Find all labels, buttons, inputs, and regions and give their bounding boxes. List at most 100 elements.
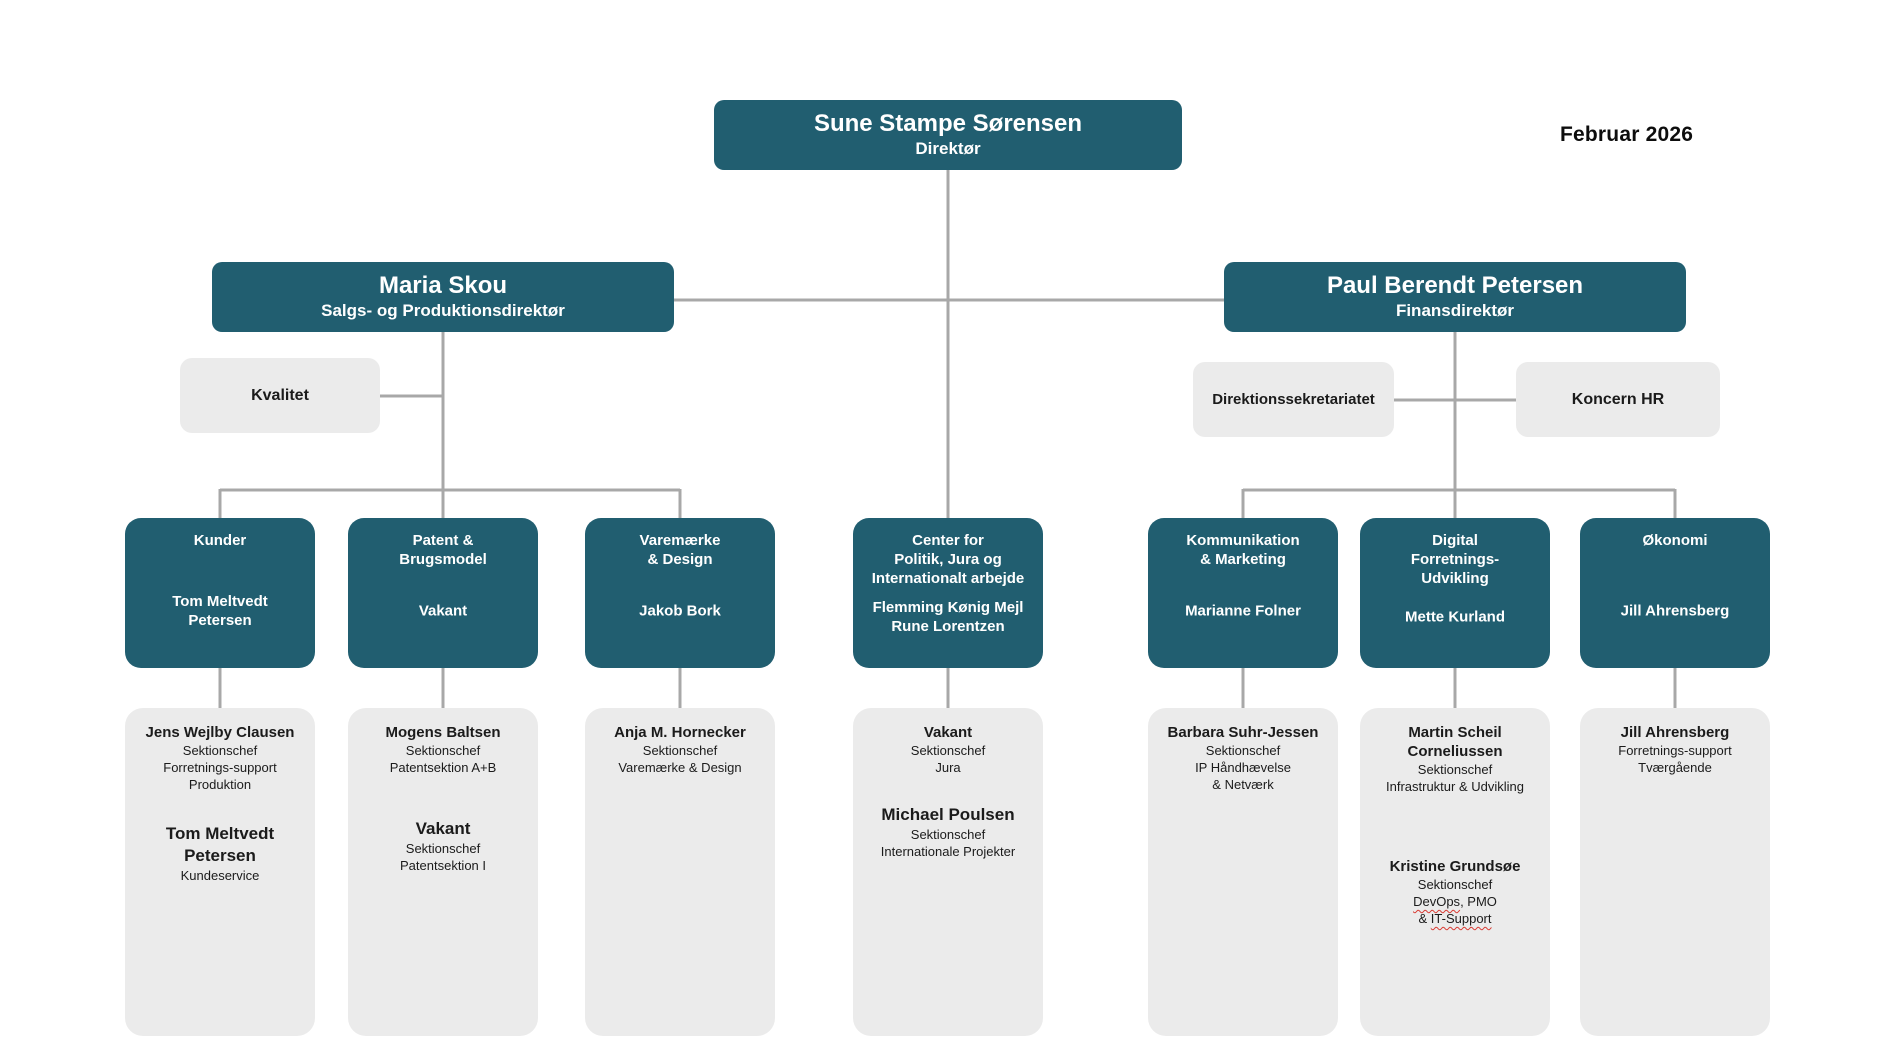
person-detail: Sektionschef	[1417, 877, 1493, 892]
person-name: Mogens Baltsen	[385, 724, 501, 741]
department-manager: Flemming Kønig Mejl Rune Lorentzen	[859, 598, 1037, 636]
department-title-line: Brugsmodel	[399, 551, 487, 568]
department-box-digital-forretnings-udvikling: Digital Forretnings- Udvikling Mette Kur…	[1360, 518, 1550, 668]
person-name: Corneliussen	[1407, 743, 1503, 760]
section-entry: Vakant Sektionschef Jura	[853, 723, 1043, 776]
manager-name-line: Jill Ahrensberg	[1620, 602, 1730, 620]
department-title-line: & Design	[647, 551, 713, 568]
person-name: Martin Scheil	[1408, 724, 1502, 741]
department-box-center-politik-jura: Center for Politik, Jura og Internationa…	[853, 518, 1043, 668]
department-manager: Marianne Folner	[1154, 602, 1332, 621]
spellcheck-word: IT-Support	[1430, 911, 1492, 926]
person-detail: Infrastruktur & Udvikling	[1386, 779, 1524, 794]
department-title-line: Kommunikation	[1186, 532, 1300, 549]
department-box-patent-brugsmodel: Patent & Brugsmodel Vakant	[348, 518, 538, 668]
section-entry: Vakant Sektionschef Patentsektion I	[348, 818, 538, 874]
department-title-line: Varemærke	[639, 532, 721, 549]
section-entry: Kristine Grundsøe Sektionschef DevOps, P…	[1360, 857, 1550, 927]
person-detail: Patentsektion A+B	[389, 760, 497, 775]
section-box-kommunikation-marketing: Barbara Suhr-Jessen Sektionschef IP Hånd…	[1148, 708, 1338, 1036]
department-box-kunder: Kunder Tom Meltvedt Petersen	[125, 518, 315, 668]
section-entry: Barbara Suhr-Jessen Sektionschef IP Hånd…	[1148, 723, 1338, 793]
director-box-maria-skou: Maria Skou Salgs- og Produktionsdirektør	[212, 262, 674, 332]
department-title: Kunder	[125, 531, 315, 550]
person-detail: Sektionschef	[1417, 762, 1493, 777]
section-entry: Michael Poulsen Sektionschef Internation…	[853, 804, 1043, 860]
ceo-box: Sune Stampe Sørensen Direktør	[714, 100, 1182, 170]
person-detail: Sektionschef	[642, 743, 718, 758]
person-detail: Jura	[935, 760, 961, 775]
department-title-line: & Marketing	[1200, 551, 1286, 568]
person-name: Petersen	[184, 846, 256, 865]
person-detail: Kundeservice	[180, 868, 260, 883]
department-title-line: Patent &	[412, 532, 474, 549]
person-detail: IP Håndhævelse	[1195, 760, 1291, 775]
department-title: Center for Politik, Jura og Internationa…	[853, 531, 1043, 588]
staff-box-kvalitet: Kvalitet	[180, 358, 380, 433]
person-name: Jill Ahrensberg	[1620, 724, 1730, 741]
director-box-paul-berendt-petersen: Paul Berendt Petersen Finansdirektør	[1224, 262, 1686, 332]
department-title: Varemærke & Design	[585, 531, 775, 569]
director-name: Maria Skou	[378, 272, 508, 299]
person-detail: Internationale Projekter	[880, 844, 1016, 859]
person-detail: & Netværk	[1212, 777, 1274, 792]
section-box-center-politik-jura: Vakant Sektionschef Jura Michael Poulsen…	[853, 708, 1043, 1036]
department-title-line: Forretnings-	[1410, 551, 1500, 568]
department-manager: Tom Meltvedt Petersen	[131, 592, 309, 630]
staff-box-koncern-hr: Koncern HR	[1516, 362, 1720, 437]
person-detail: Sektionschef	[405, 743, 481, 758]
director-title: Finansdirektør	[1395, 301, 1515, 320]
department-title-line: Center for	[912, 532, 984, 549]
spellcheck-word: DevOps	[1413, 894, 1461, 909]
department-manager: Mette Kurland	[1366, 608, 1544, 627]
person-detail: & IT-Support	[1360, 910, 1550, 927]
section-entry: Tom Meltvedt Petersen Kundeservice	[125, 823, 315, 884]
director-name: Paul Berendt Petersen	[1326, 272, 1584, 299]
department-box-oekonomi: Økonomi Jill Ahrensberg	[1580, 518, 1770, 668]
ceo-title: Direktør	[915, 139, 981, 158]
detail-text: , PMO	[1460, 894, 1497, 909]
department-title-line: Kunder	[193, 532, 247, 549]
department-title-line: Internationalt arbejde	[871, 570, 1025, 587]
section-entry: Anja M. Hornecker Sektionschef Varemærke…	[585, 723, 775, 776]
person-detail: Sektionschef	[182, 743, 258, 758]
person-name: Barbara Suhr-Jessen	[1167, 724, 1319, 741]
person-detail: Produktion	[188, 777, 252, 792]
ceo-name: Sune Stampe Sørensen	[813, 110, 1083, 137]
person-detail: Sektionschef	[910, 743, 986, 758]
person-detail: Sektionschef	[910, 827, 986, 842]
department-manager: Jakob Bork	[591, 602, 769, 621]
manager-name-line: Flemming Kønig Mejl	[872, 599, 1024, 616]
person-detail: Tværgående	[1638, 760, 1712, 775]
person-name: Vakant	[923, 724, 973, 741]
manager-name-line: Tom Meltvedt	[172, 593, 268, 610]
person-name: Michael Poulsen	[881, 805, 1015, 824]
manager-name-line: Jakob Bork	[639, 602, 721, 620]
department-title: Patent & Brugsmodel	[348, 531, 538, 569]
manager-name-line: Petersen	[188, 612, 252, 629]
section-box-varemaerke-design: Anja M. Hornecker Sektionschef Varemærke…	[585, 708, 775, 1036]
department-title-line: Politik, Jura og	[894, 551, 1002, 568]
department-manager: Jill Ahrensberg	[1586, 602, 1764, 621]
detail-text: &	[1418, 911, 1431, 926]
person-name: Vakant	[415, 819, 471, 838]
section-entry: Jens Wejlby Clausen Sektionschef Forretn…	[125, 723, 315, 793]
section-entry: Mogens Baltsen Sektionschef Patentsektio…	[348, 723, 538, 776]
person-detail: Sektionschef	[405, 841, 481, 856]
director-title: Salgs- og Produktionsdirektør	[321, 301, 565, 320]
department-box-kommunikation-marketing: Kommunikation & Marketing Marianne Folne…	[1148, 518, 1338, 668]
person-name: Tom Meltvedt	[165, 824, 275, 843]
person-detail: Patentsektion I	[400, 858, 486, 873]
person-name: Anja M. Hornecker	[614, 724, 746, 741]
manager-name-line: Vakant	[418, 602, 468, 620]
department-title-line: Digital	[1432, 532, 1478, 549]
department-manager: Vakant	[354, 602, 532, 621]
department-box-varemaerke-design: Varemærke & Design Jakob Bork	[585, 518, 775, 668]
person-detail: Varemærke & Design	[618, 760, 742, 775]
person-detail: Sektionschef	[1205, 743, 1281, 758]
department-title-line: Økonomi	[1642, 532, 1708, 549]
section-box-digital-forretnings-udvikling: Martin Scheil Corneliussen Sektionschef …	[1360, 708, 1550, 1036]
manager-name-line: Mette Kurland	[1404, 608, 1505, 626]
